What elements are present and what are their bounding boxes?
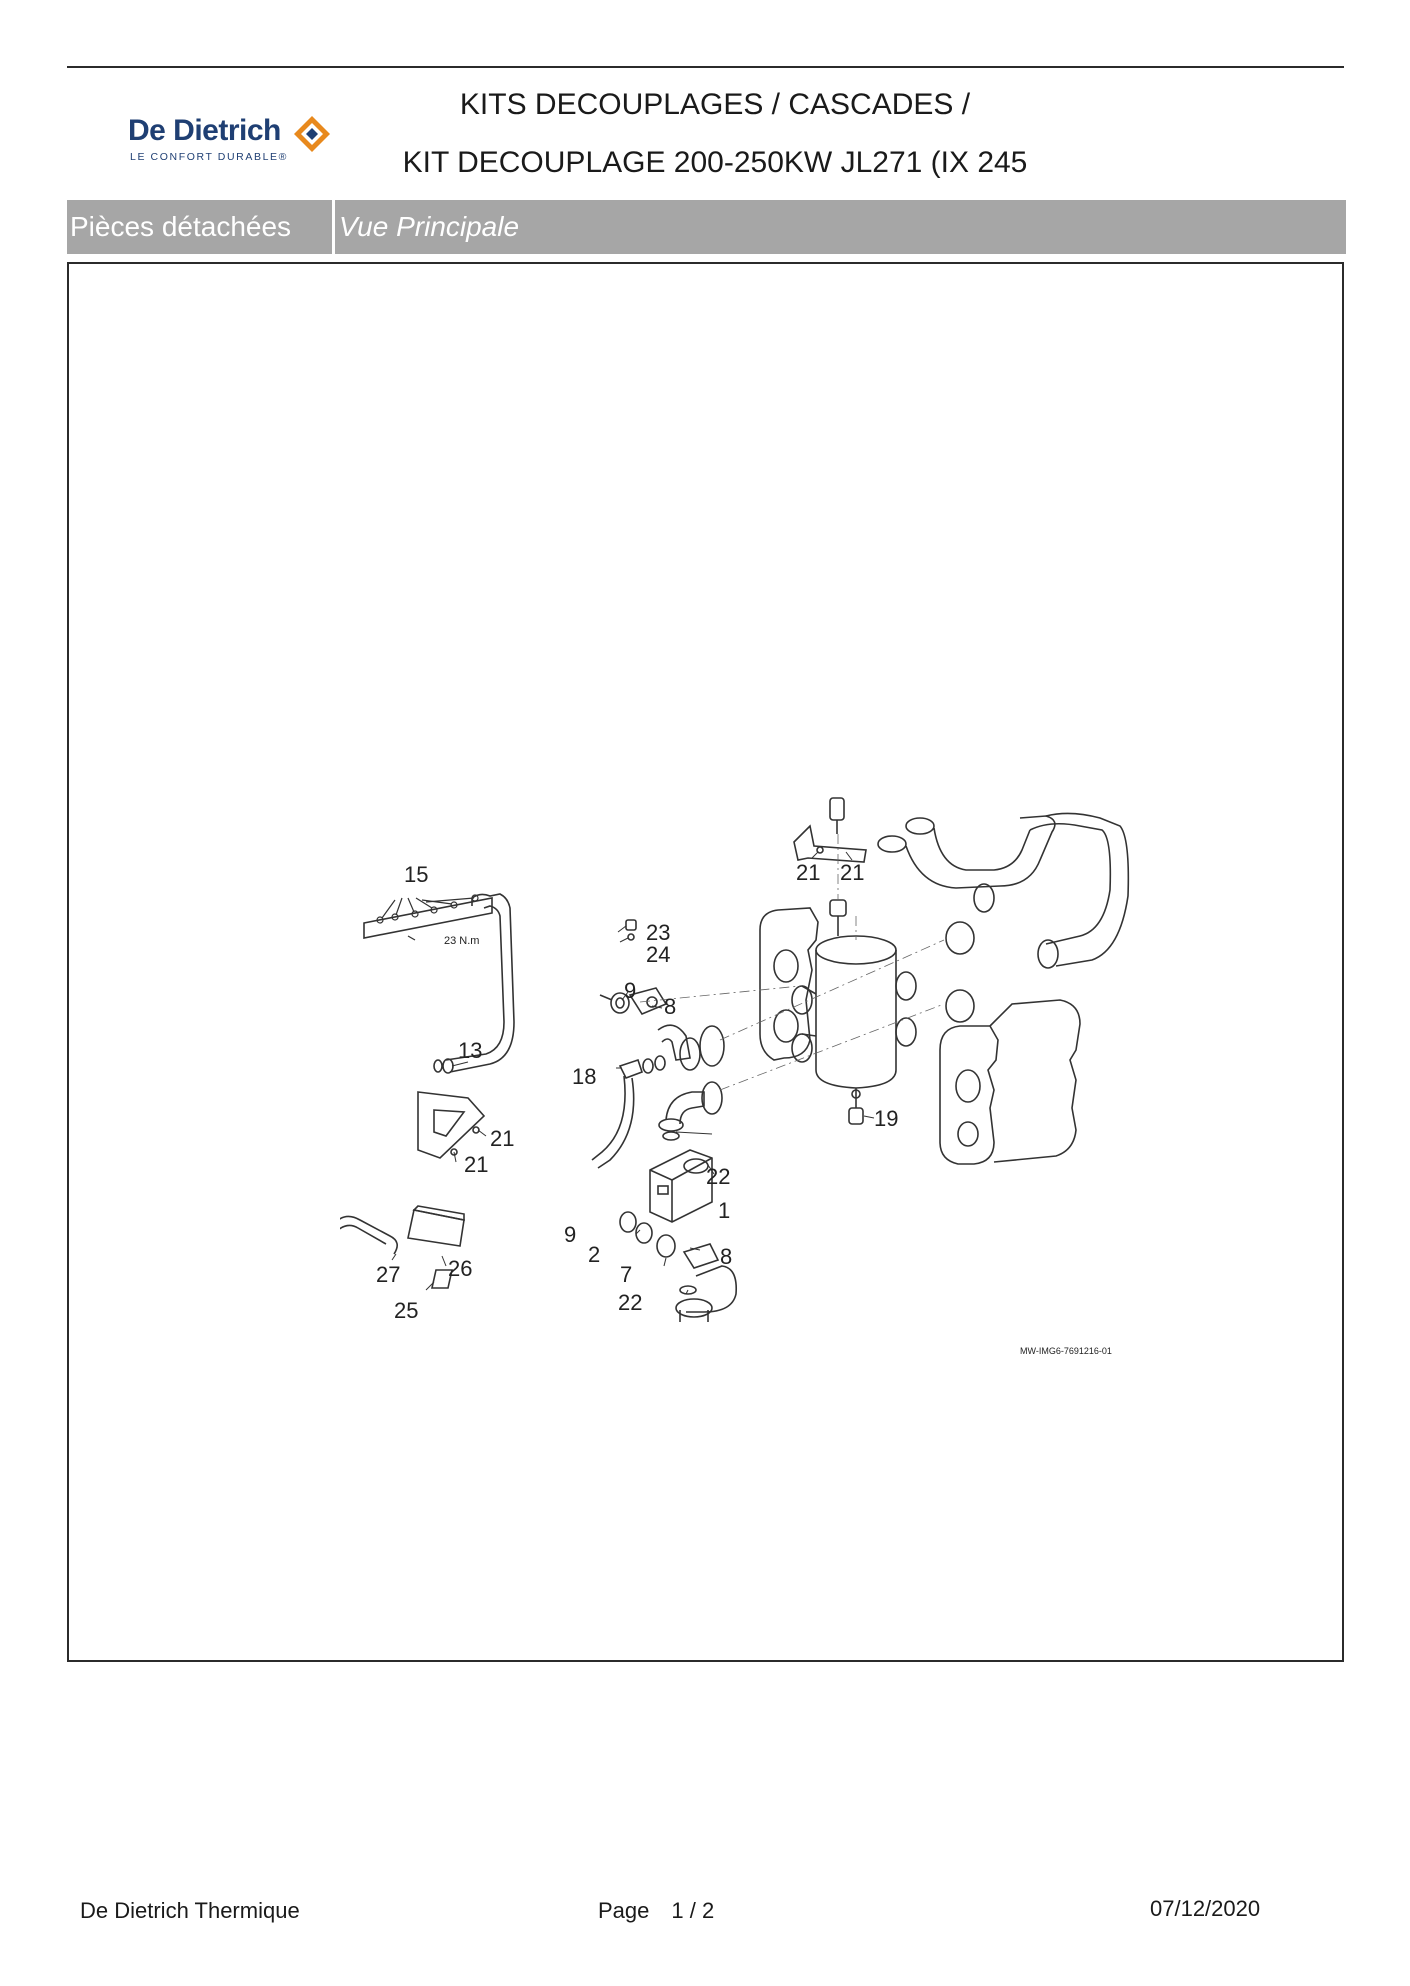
callout-24: 24 [646, 942, 670, 967]
callout-15: 15 [404, 862, 428, 887]
footer-pagination: Page 1 / 2 [598, 1898, 714, 1924]
tab-spare-parts[interactable]: Pièces détachées [67, 200, 335, 254]
footer-date: 07/12/2020 [1150, 1896, 1261, 1921]
callout-9: 9 [564, 1222, 576, 1247]
tab-spare-parts-label: Pièces détachées [70, 211, 292, 242]
section-bar: Pièces détachées Vue Principale [67, 200, 1346, 254]
diamond-logo-icon [294, 116, 330, 152]
brand-name: De Dietrich [128, 114, 281, 147]
tab-main-view-label: Vue Principale [339, 211, 520, 242]
callout-2: 2 [588, 1242, 600, 1267]
callout-19: 19 [874, 1106, 898, 1131]
callout-23: 23 [646, 920, 670, 945]
callout-18: 18 [572, 1064, 596, 1089]
callout-22: 22 [706, 1164, 730, 1189]
brand-logo: De Dietrich LE CONFORT DURABLE® [128, 110, 338, 166]
callout-13: 13 [458, 1038, 482, 1063]
top-rule [67, 66, 1344, 68]
diagram-linework [340, 797, 1130, 1322]
callout-21: 21 [840, 860, 864, 885]
page-title-line-2: KIT DECOUPLAGE 200-250KW JL271 (IX 245 [402, 146, 1028, 179]
callout-8: 8 [664, 994, 676, 1019]
page-title-line-1: KITS DECOUPLAGES / CASCADES / [459, 88, 971, 121]
callout-25: 25 [394, 1298, 418, 1323]
page-label: Page [598, 1898, 650, 1923]
page-number: 1 / 2 [671, 1898, 715, 1923]
callout-26: 26 [448, 1256, 472, 1281]
callout-9: 9 [624, 978, 636, 1003]
callout-22: 22 [618, 1290, 642, 1315]
diagram-frame [67, 262, 1344, 1662]
callout-21: 21 [464, 1152, 488, 1177]
callout-27: 27 [376, 1262, 400, 1287]
torque-label: 23 N.m [444, 935, 479, 947]
callout-7: 7 [620, 1262, 632, 1287]
exploded-parts-diagram: 15 23 N.m 21 21 23 24 9 8 13 18 19 21 21… [340, 797, 1130, 1356]
callout-21: 21 [490, 1126, 514, 1151]
callout-21: 21 [796, 860, 820, 885]
brand-tagline: LE CONFORT DURABLE® [130, 151, 288, 163]
callout-1: 1 [718, 1198, 730, 1223]
callout-8: 8 [720, 1244, 732, 1269]
footer-company: De Dietrich Thermique [80, 1898, 300, 1923]
drawing-reference: MW-IMG6-7691216-01 [1020, 1346, 1112, 1356]
